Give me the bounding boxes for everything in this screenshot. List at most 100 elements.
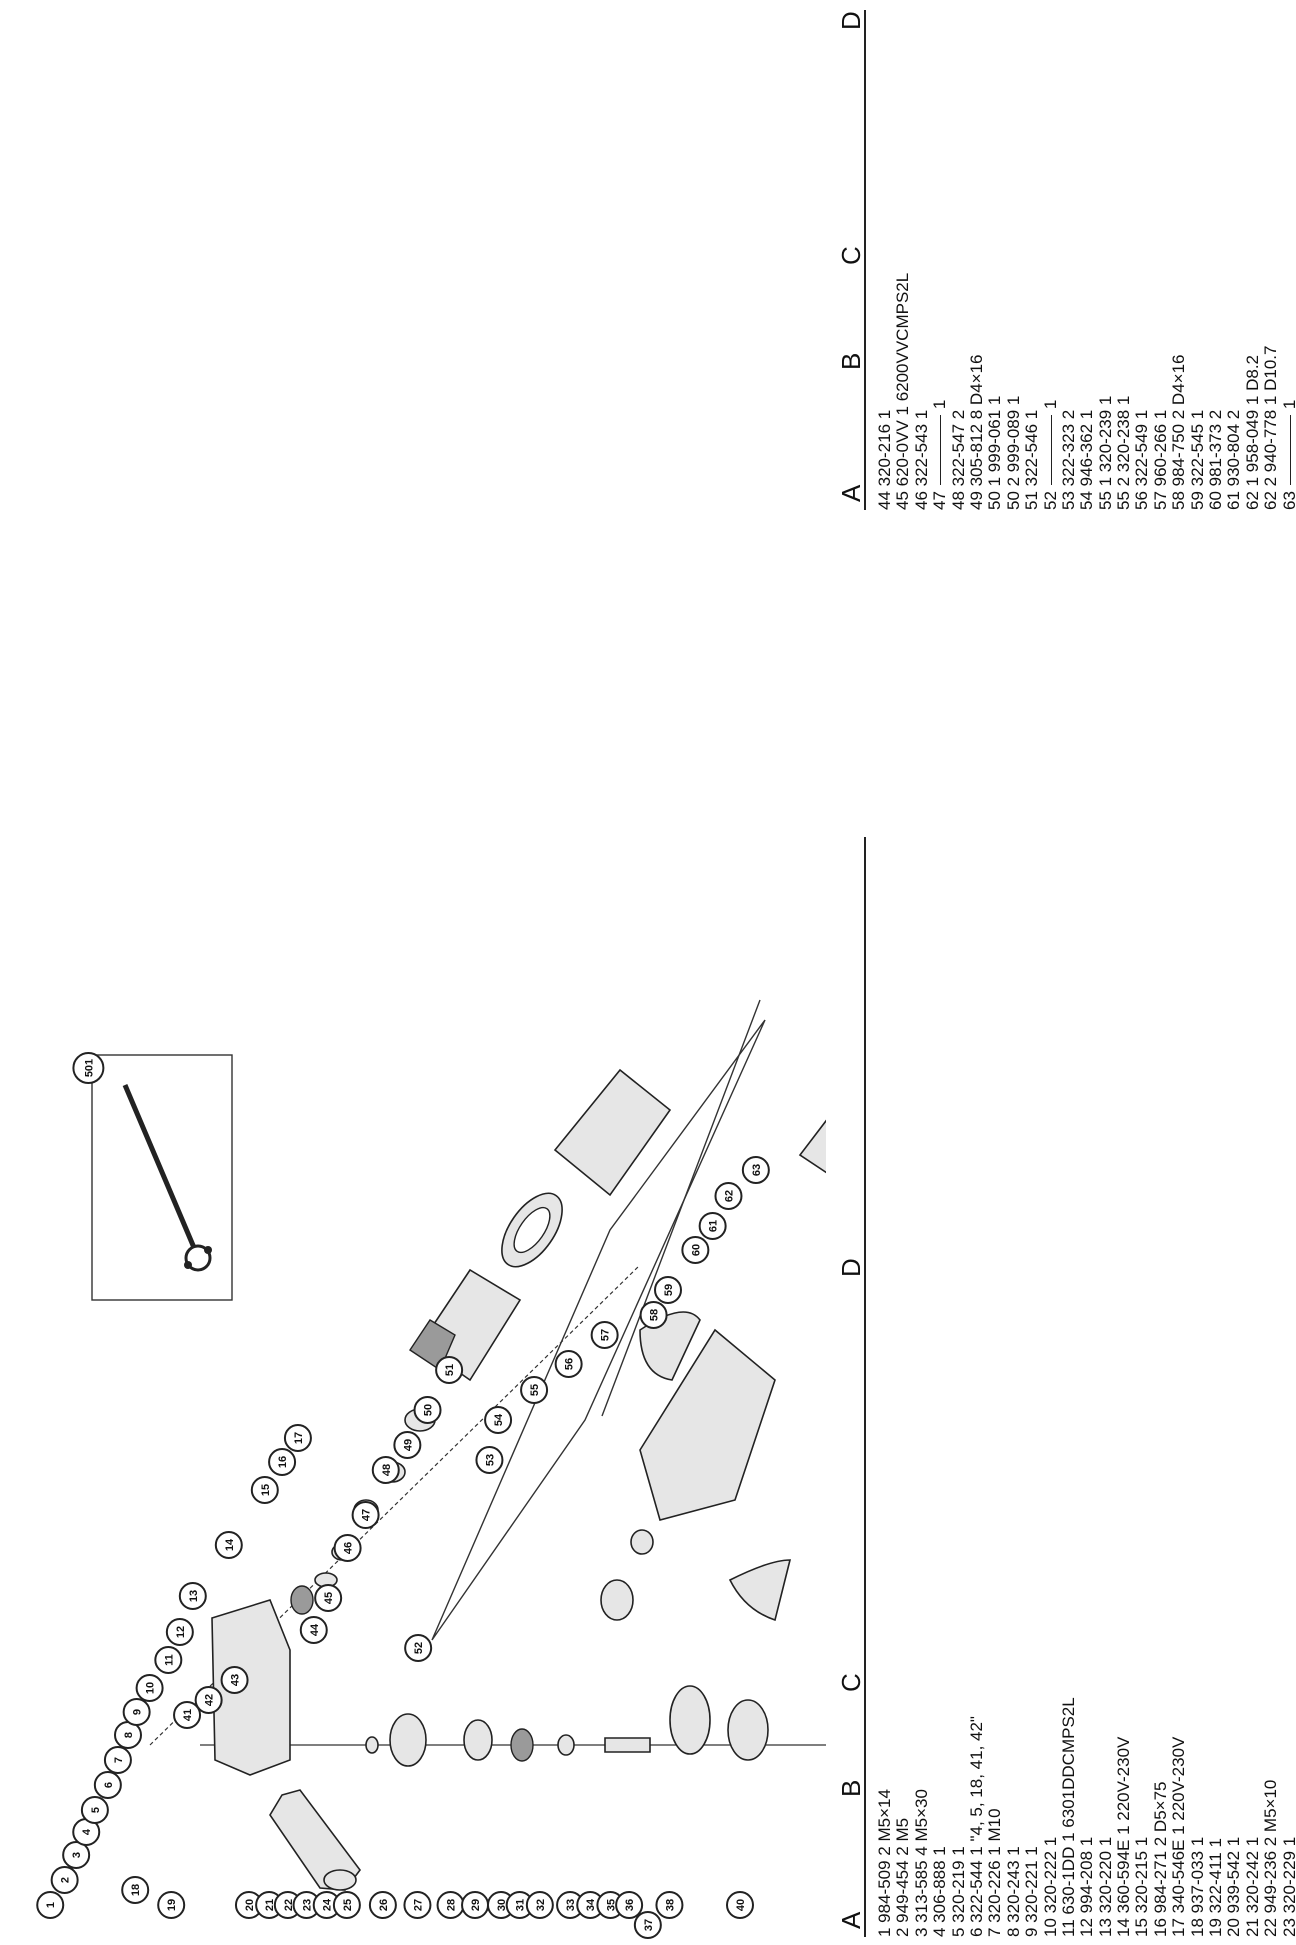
table-row: 12 994-208 1 [1077,1696,1096,1937]
table-row-text: 11 630-1DD 1 6301DDCMPS2L [1058,1697,1078,1937]
callout-label: 55 [529,1384,541,1396]
frame-line [601,999,761,1417]
table-row: 62 2 940-778 1 D10.7 [1261,273,1281,510]
callout-51: 51 [435,1356,464,1384]
table-row-text: 45 620-0VV 1 6200VVCMPS2L [893,272,913,510]
callout-19: 19 [157,1891,186,1919]
table-row-text: 22 949-236 2 M5×10 [1261,1779,1281,1937]
table-row-text: 62 1 958-049 1 D8.2 [1242,354,1262,510]
table-row: 48 322-547 2 [948,273,968,510]
callout-label: 58 [649,1309,661,1321]
callout-circle [314,1584,343,1612]
table-row: 471 [930,273,949,510]
table-row-text: 48 322-547 2 [948,409,968,510]
table-row-text: 59 322-545 1 [1187,409,1207,510]
callout-label: 10 [145,1682,157,1694]
stator-part [553,1068,672,1197]
callout-circle [714,1182,743,1210]
table-row: 57 960-266 1 [1151,273,1170,510]
callout-26: 26 [368,1891,397,1919]
table-row-text: 55 1 320-239 1 [1095,395,1115,510]
callout-48: 48 [371,1456,400,1484]
callout-label: 1 [45,1902,57,1908]
wrench-box [91,1054,233,1301]
table-row: 521 [1040,273,1060,510]
callout-5: 5 [80,1796,109,1824]
motor-housing-part [639,1328,776,1521]
callout-label: 37 [643,1919,655,1931]
callout-circle [36,1891,65,1919]
callout-circle [250,1476,279,1504]
bearing-part-45 [630,1529,654,1555]
callout-53: 53 [475,1446,504,1474]
callout-label: 9 [132,1709,144,1715]
callout-circle [371,1456,400,1484]
callout-circle [135,1674,164,1702]
gear-part-21 [389,1713,427,1767]
table-row: 4 306-888 1 [930,1696,950,1937]
callout-32: 32 [525,1891,554,1919]
callout-circle [173,1701,202,1729]
handle-part-51 [798,1119,826,1174]
table-row-text: 4 306-888 1 [930,1846,950,1937]
callout-circle [741,1156,770,1184]
callout-29: 29 [461,1891,490,1919]
callout-label: 63 [751,1164,763,1176]
callout-45: 45 [314,1584,343,1612]
spindle-part-26 [604,1737,651,1753]
callout-61: 61 [698,1212,727,1240]
callout-circle [368,1891,397,1919]
callout-40: 40 [726,1891,754,1919]
table-row-text: 8 320-243 1 [1003,1846,1023,1937]
table-row: 22 949-236 2 M5×10 [1261,1696,1281,1937]
callout-label: 11 [163,1654,175,1666]
callout-circle [103,1746,132,1774]
table-row: 6 322-544 1 "4, 5, 18, 41, 42" [967,1696,986,1937]
table-row-text: 3 313-585 4 M5×30 [911,1789,931,1937]
table-row: 62 1 958-049 1 D8.2 [1242,273,1262,510]
table-header-1: A B C D [834,837,866,1937]
table-row-qty: 1 [1040,399,1060,410]
callout-label: 20 [244,1899,256,1911]
callout-circle [403,1891,432,1919]
table-row: 15 320-215 1 [1132,1696,1151,1937]
callout-label: 61 [708,1220,720,1232]
table-row-text: 14 360-594E 1 220V-230V [1114,1736,1134,1937]
table-row-text: 62 2 940-778 1 D10.7 [1261,345,1281,510]
callout-label: 22 [283,1899,295,1911]
table-row: 14 360-594E 1 220V-230V [1114,1696,1134,1937]
callout-circle [475,1446,504,1474]
callout-label: 8 [123,1732,135,1738]
callout-label: 51 [444,1364,456,1376]
table-row-text: 56 322-549 1 [1132,409,1152,510]
callout-label: 38 [664,1899,676,1911]
table-row-text: 63 [1279,491,1296,510]
table-row-text: 46 322-543 1 [911,409,931,510]
callout-2: 2 [50,1866,79,1894]
table-row: 7 320-226 1 M10 [985,1696,1004,1937]
table-row: 46 322-543 1 [911,273,931,510]
callout-circle [413,1396,442,1424]
callout-6: 6 [93,1771,122,1799]
callout-44: 44 [299,1616,328,1644]
table-row: 18 937-033 1 [1188,1696,1207,1937]
table-row-text: 50 1 999-061 1 [985,395,1005,510]
callout-46: 46 [333,1534,362,1562]
callout-circle [80,1796,109,1824]
washer-part-8 [290,1585,314,1615]
callout-label: 35 [605,1899,617,1911]
callout-circle [681,1236,710,1264]
table-row: 54 946-362 1 [1077,273,1096,510]
plate-part-23 [463,1719,493,1761]
callout-circle [154,1646,183,1674]
callout-63: 63 [741,1156,770,1184]
table-row: 2 949-454 2 M5 [893,1696,912,1937]
callout-38: 38 [655,1891,684,1919]
callout-circle [435,1356,464,1384]
table-row: 53 322-323 2 [1059,273,1078,510]
table-row-text: 21 320-242 1 [1242,1836,1262,1937]
table-row: 55 1 320-239 1 [1095,273,1115,510]
